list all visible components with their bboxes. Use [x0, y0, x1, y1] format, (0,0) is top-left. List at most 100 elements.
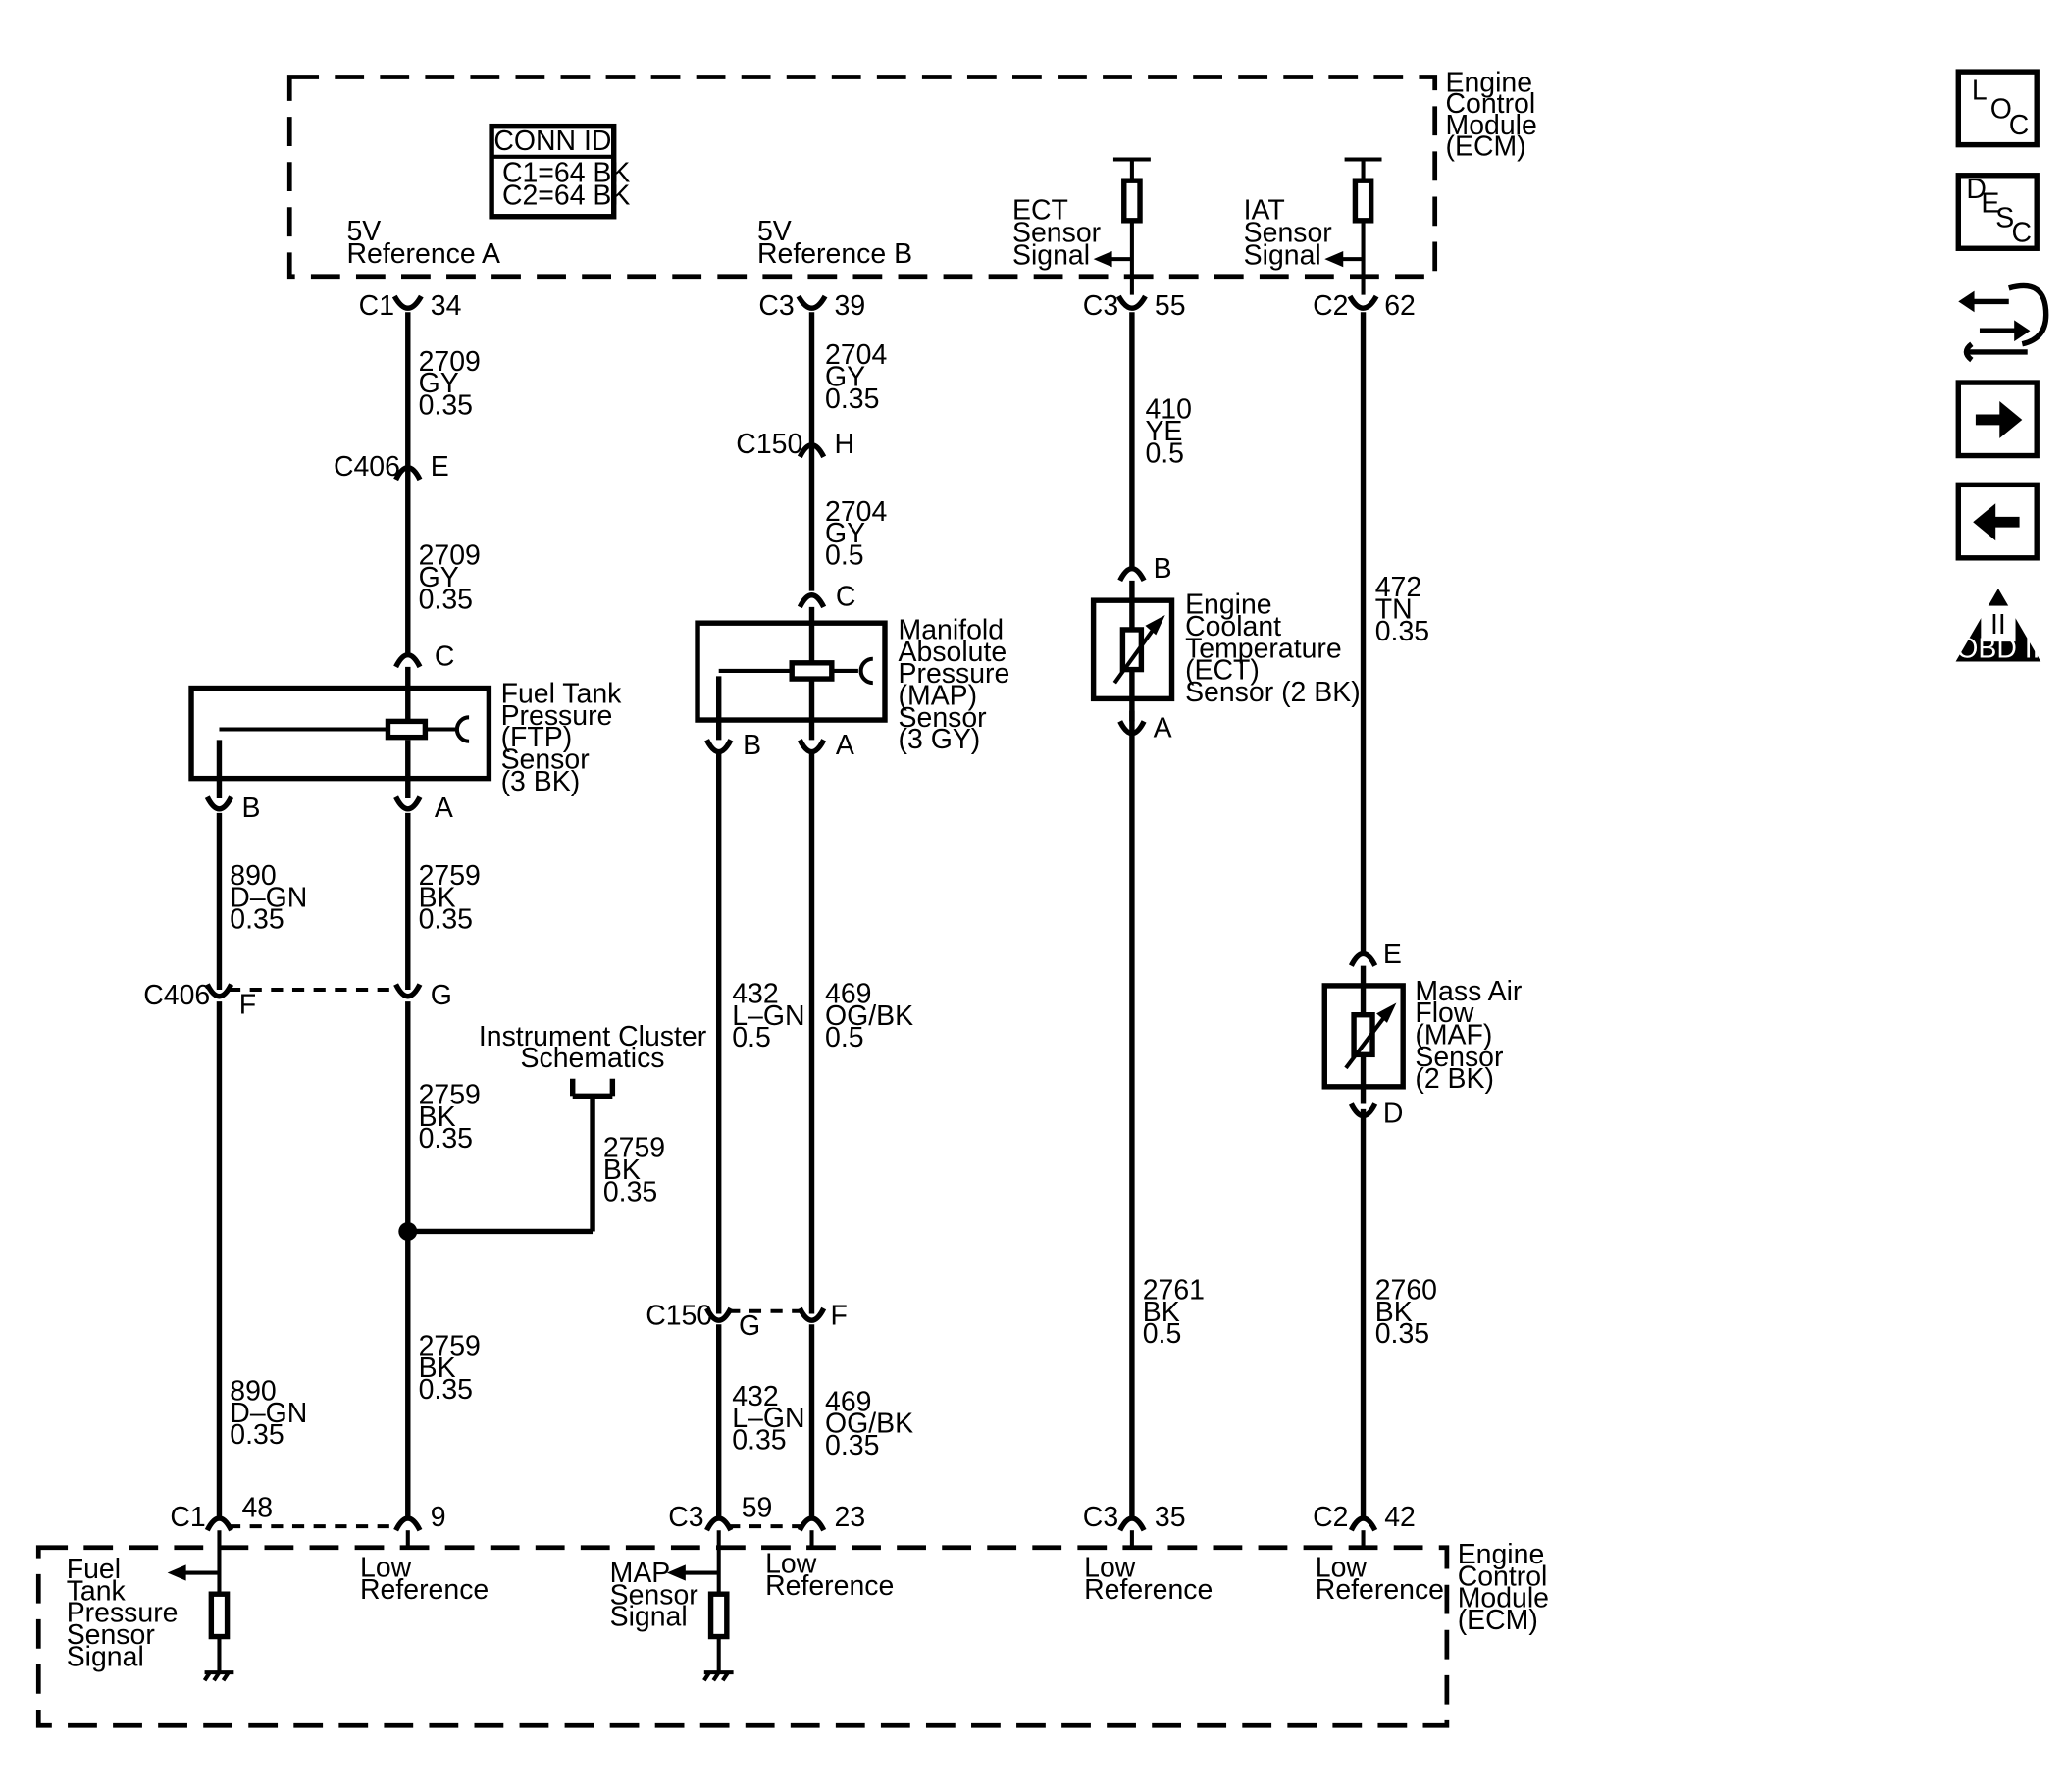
svg-text:E: E	[431, 451, 449, 483]
text-line: 0.35	[419, 390, 473, 422]
svg-text:42: 42	[1384, 1502, 1416, 1533]
svg-text:O: O	[1990, 94, 2012, 126]
svg-text:F: F	[239, 989, 256, 1020]
next-arrow-icon[interactable]	[1955, 380, 2040, 459]
text-line: Module	[1446, 110, 1537, 141]
text-line: Schematics	[521, 1043, 665, 1074]
svg-text:48: 48	[241, 1493, 273, 1524]
svg-text:23: 23	[835, 1502, 866, 1533]
text-line: (ECM)	[1458, 1605, 1538, 1636]
text-line: Engine	[1185, 589, 1272, 621]
text-line: 2761	[1143, 1275, 1205, 1306]
text-line: Sensor	[1012, 217, 1101, 248]
svg-text:62: 62	[1384, 290, 1416, 322]
text-line: Coolant	[1185, 611, 1281, 642]
text-line: (ECT)	[1185, 655, 1260, 687]
svg-text:59: 59	[742, 1493, 773, 1524]
text-line: 0.5	[825, 1022, 864, 1053]
svg-text:C3: C3	[1083, 290, 1118, 322]
desc-icon[interactable]: D E S C	[1955, 173, 2040, 251]
svg-text:C2: C2	[1313, 290, 1348, 322]
text-line: Low	[1084, 1553, 1136, 1584]
text-line: C2=64 BK	[502, 180, 630, 212]
text-line: Reference	[765, 1570, 894, 1602]
text-line: 2759	[603, 1133, 665, 1164]
text-line: Sensor	[899, 702, 987, 734]
ftp-signal-circuit	[167, 1530, 234, 1682]
svg-text:D: D	[1383, 1098, 1404, 1129]
text-line: 2759	[419, 1330, 481, 1361]
text-line: Sensor	[1244, 217, 1332, 248]
text-line: 0.5	[825, 540, 864, 572]
svg-text:L: L	[1972, 76, 1988, 107]
text-line: 0.5	[1143, 1318, 1182, 1350]
text-line: GY	[825, 361, 865, 392]
text-line: Mass Air	[1415, 976, 1522, 1007]
text-line: Sensor (2 BK)	[1185, 677, 1361, 708]
svg-text:C3: C3	[668, 1502, 703, 1533]
text-line: Reference A	[346, 238, 500, 270]
loc-icon[interactable]: L O C	[1955, 69, 2040, 148]
text-line: Fuel	[67, 1554, 121, 1585]
svg-text:B: B	[1154, 553, 1172, 585]
text-line: 2704	[825, 496, 887, 528]
text-line: 0.35	[230, 1419, 284, 1451]
text-line: Pressure	[899, 658, 1010, 690]
text-line: GY	[825, 518, 865, 549]
previous-arrow-icon[interactable]	[1955, 482, 2040, 561]
text-line: Reference B	[757, 238, 912, 270]
svg-text:9: 9	[431, 1502, 446, 1533]
obd-ii-icon[interactable]: II OBD II	[1955, 588, 2041, 664]
text-line: L–GN	[732, 1000, 804, 1032]
conn-id-title: CONN ID	[493, 126, 611, 157]
connectors	[204, 294, 1379, 1532]
text-line: Low	[360, 1553, 412, 1584]
text-line: 469	[825, 1386, 871, 1417]
text-line: Engine	[1458, 1539, 1545, 1570]
text-line: Flow	[1415, 998, 1474, 1029]
text-line: Reference	[1316, 1574, 1444, 1606]
svg-text:C150: C150	[646, 1300, 712, 1331]
text-line: GY	[419, 368, 459, 399]
text-line: D–GN	[230, 1398, 307, 1429]
text-line: Module	[1458, 1583, 1549, 1614]
text-line: Engine	[1446, 67, 1533, 98]
svg-text:C406: C406	[143, 980, 210, 1011]
text-line: 2709	[419, 540, 481, 572]
text-line: Sensor	[67, 1619, 155, 1651]
svg-text:C1: C1	[359, 290, 394, 322]
text-line: 432	[732, 979, 778, 1010]
text-line: Pressure	[67, 1598, 179, 1629]
svg-text:55: 55	[1155, 290, 1186, 322]
connector-tool-icon[interactable]	[1958, 282, 2049, 363]
text-line: OG/BK	[825, 1000, 913, 1032]
text-line: (MAP)	[899, 680, 978, 711]
svg-text:A: A	[836, 730, 854, 761]
ect-pullup-resistor	[1093, 157, 1151, 295]
text-line: GY	[419, 562, 459, 593]
svg-text:A: A	[1154, 713, 1172, 744]
svg-text:39: 39	[835, 290, 866, 322]
text-line: BK	[419, 1353, 456, 1384]
text-line: Absolute	[899, 637, 1007, 668]
text-line: Low	[765, 1549, 817, 1580]
svg-text:D: D	[1966, 174, 1987, 205]
text-line: YE	[1145, 416, 1182, 447]
